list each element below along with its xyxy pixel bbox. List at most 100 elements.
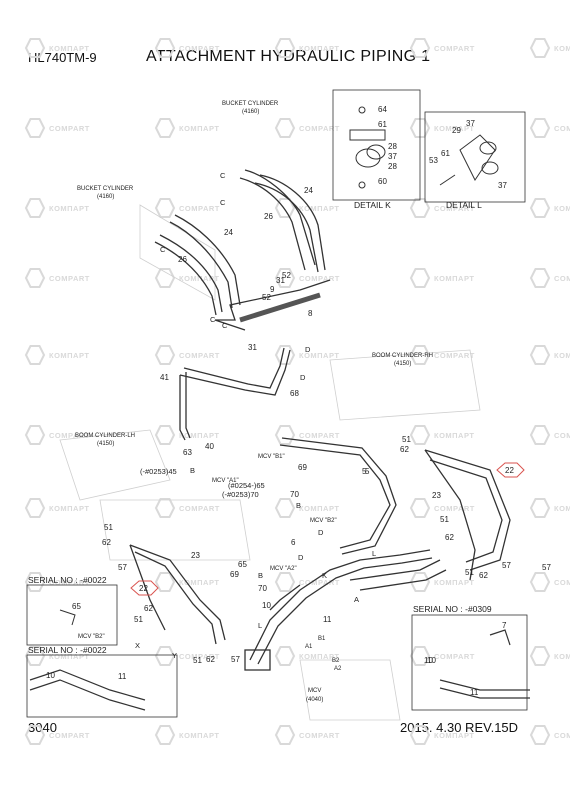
part-number-label: 51 [402, 435, 411, 444]
part-number-label: 8 [308, 309, 313, 318]
part-number-label: 52 [282, 271, 291, 280]
watermark-text: COMPART [49, 431, 90, 440]
watermark-logo-icon [409, 498, 431, 518]
watermark-text: КОМПАРТ [434, 578, 474, 587]
part-number-label: 62 [102, 538, 111, 547]
view-letter: D [305, 345, 311, 354]
part-number-label: 62 [400, 445, 409, 454]
bucket-cylinder-top-name: BUCKET CYLINDER [222, 101, 279, 107]
serial-box-part: 10 [424, 656, 433, 665]
mcv-name: MCV [308, 688, 321, 694]
bucket-cylinder-left-name: BUCKET CYLINDER [77, 186, 134, 192]
part-number-label: 62 [479, 571, 488, 580]
watermark-logo-icon [409, 646, 431, 666]
serial-box-left-top-label: SERIAL NO : -#0022 [28, 575, 107, 585]
watermark-logo-icon [529, 268, 551, 288]
watermark-text: КОМПАРТ [554, 44, 570, 53]
watermark-logo-icon [529, 725, 551, 745]
part-number-label: 6 [291, 538, 296, 547]
watermark-logo-icon [24, 725, 46, 745]
part-number-label: 9 [270, 285, 275, 294]
watermark-text: COMPART [299, 274, 340, 283]
watermark-logo-icon [154, 38, 176, 58]
watermark-logo-icon [24, 118, 46, 138]
watermark-text: КОМПАРТ [299, 504, 339, 513]
part-number-label: 69 [298, 463, 307, 472]
boom-cylinder-lh-code: (4150) [97, 441, 114, 447]
watermark-logo-icon [24, 268, 46, 288]
port-label-a1: MCV "A1" [212, 478, 239, 484]
part-number-label: 70 [258, 584, 267, 593]
serial-box-left-top [26, 584, 118, 646]
watermark-text: COMPART [299, 731, 340, 740]
part-number-label: 57 [118, 563, 127, 572]
watermark-text: COMPART [179, 44, 220, 53]
watermark-logo-icon [529, 345, 551, 365]
part-number-label: 57 [542, 563, 551, 572]
watermark-text: COMPART [434, 44, 475, 53]
watermark-text: КОМПАРТ [434, 431, 474, 440]
detail-l-part: 53 [429, 156, 438, 165]
watermark-text: КОМПАРТ [554, 204, 570, 213]
view-letter: D [298, 553, 304, 562]
watermark-text: КОМПАРТ [299, 652, 339, 661]
watermark-logo-icon [529, 572, 551, 592]
watermark-logo-icon [154, 646, 176, 666]
watermark-logo-icon [529, 498, 551, 518]
watermark-text: КОМПАРТ [554, 652, 570, 661]
port-label-b1: MCV "B1" [258, 454, 285, 460]
part-number-label: 68 [290, 389, 299, 398]
part-number-label: 24 [304, 186, 313, 195]
serial-box-part: 11 [118, 672, 127, 681]
watermark-text: COMPART [179, 652, 220, 661]
watermark-logo-icon [529, 198, 551, 218]
serial-box-right [411, 614, 528, 711]
watermark-logo-icon [274, 268, 296, 288]
serial-range-65: (#0254-)65 [228, 481, 265, 490]
watermark-text: COMPART [434, 652, 475, 661]
part-number-layer: 2426242652319528314168634056970665697051… [102, 186, 551, 665]
serial-box-part: 65 [72, 602, 81, 611]
view-letter: X [135, 641, 140, 650]
watermark-logo-icon [409, 198, 431, 218]
part-number-label: 51 [465, 568, 474, 577]
watermark-text: КОМПАРТ [49, 204, 89, 213]
watermark-logo-icon [154, 268, 176, 288]
watermark-logo-icon [409, 345, 431, 365]
highlight-callout-left: 22 [130, 580, 159, 596]
part-number-label: 51 [104, 523, 113, 532]
watermark-logo-icon [409, 38, 431, 58]
watermark-text: КОМПАРТ [179, 124, 219, 133]
view-letter: C [220, 171, 226, 180]
inset-pipes [29, 629, 530, 711]
watermark-logo-icon [154, 425, 176, 445]
boom-cylinder-rh-name: BOOM CYLINDER-RH [372, 353, 433, 359]
part-number-label: 57 [231, 655, 240, 664]
hose-group-upper [154, 169, 326, 316]
watermark-logo-icon [274, 425, 296, 445]
watermark-text: COMPART [434, 351, 475, 360]
view-letter: C [210, 315, 216, 324]
watermark-text: КОМПАРТ [434, 731, 474, 740]
hose-group-left [129, 544, 226, 645]
watermark-text: КОМПАРТ [179, 731, 219, 740]
watermark-logo-icon [274, 646, 296, 666]
watermark-text: COMPART [179, 504, 220, 513]
watermark-logo-icon [529, 118, 551, 138]
watermark-text: COMPART [554, 274, 570, 283]
watermark-text: COMPART [434, 204, 475, 213]
callout-number: 22 [505, 466, 514, 475]
view-letter: Y [172, 651, 177, 660]
view-letter: B [258, 571, 263, 580]
watermark-text: КОМПАРТ [179, 274, 219, 283]
watermark-logo-icon [409, 268, 431, 288]
view-letter: C [220, 198, 226, 207]
part-number-label: 31 [248, 343, 257, 352]
watermark-text: COMPART [179, 204, 220, 213]
view-letter: A [354, 595, 359, 604]
view-letter: K [322, 571, 327, 580]
watermark-text: КОМПАРТ [179, 431, 219, 440]
